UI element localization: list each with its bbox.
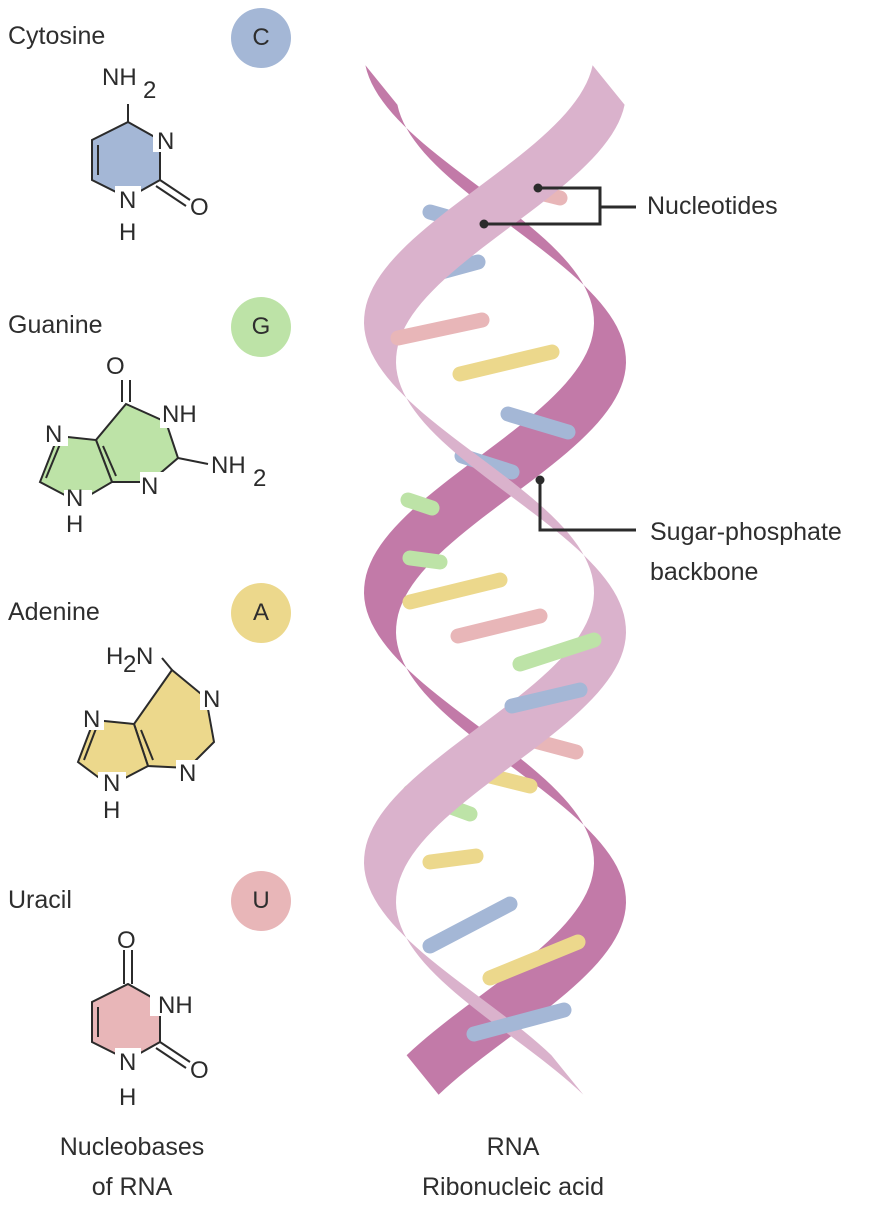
nucleotide-rod xyxy=(512,632,602,672)
rna-caption-line1: RNA xyxy=(486,1133,540,1161)
cytosine-oxygen: O xyxy=(190,194,209,221)
adenine-n7: N xyxy=(83,706,100,733)
adenine-badge: A xyxy=(231,583,291,643)
guanine-nh2-subscript: 2 xyxy=(253,465,266,492)
adenine-n9-h: H xyxy=(103,797,120,824)
guanine-oxygen: O xyxy=(106,353,125,380)
cytosine-nh2-subscript: 2 xyxy=(143,77,156,104)
backbone-label-line1: Sugar-phosphate xyxy=(650,518,842,546)
cytosine-structure: NH 2 N N H O xyxy=(91,64,209,246)
nucleotide-rod xyxy=(504,682,588,714)
adenine-h2n-h: H xyxy=(106,643,123,670)
guanine-structure: O NH NH 2 N N N H xyxy=(38,353,266,538)
nucleotide-rod xyxy=(402,550,448,570)
uracil-badge: U xyxy=(231,871,291,931)
adenine-label: Adenine xyxy=(8,598,100,626)
nucleotide-rod xyxy=(422,896,518,954)
nucleotide-rod xyxy=(400,492,440,516)
cytosine-nh2-text: NH xyxy=(102,64,137,91)
nucleotide-rod xyxy=(482,934,586,986)
nucleobases-caption: Nucleobases of RNA xyxy=(22,1127,242,1207)
nucleobases-caption-line1: Nucleobases xyxy=(59,1133,205,1161)
guanine-n9-h: H xyxy=(66,511,83,538)
uracil-label: Uracil xyxy=(8,886,72,914)
nucleotide-rod xyxy=(390,312,490,346)
nucleobases-caption-line2: of RNA xyxy=(91,1173,173,1201)
nucleotide-rod xyxy=(422,848,484,870)
guanine-nh2: NH xyxy=(211,452,246,479)
guanine-n7: N xyxy=(45,421,62,448)
rna-caption: RNA Ribonucleic acid xyxy=(393,1127,633,1207)
nucleotide-rod xyxy=(452,344,560,382)
guanine-nh: NH xyxy=(162,401,197,428)
cytosine-n1: N xyxy=(119,187,136,214)
guanine-badge: G xyxy=(231,297,291,357)
nucleotide-rod xyxy=(466,1002,572,1042)
guanine-n9: N xyxy=(66,485,83,512)
cytosine-label: Cytosine xyxy=(8,22,106,50)
uracil-structure: O NH N H O xyxy=(91,927,209,1111)
cytosine-ring-n: N xyxy=(157,128,174,155)
nucleotide-group-front xyxy=(390,312,602,1042)
adenine-h2n-n: N xyxy=(136,643,153,670)
uracil-nh: NH xyxy=(158,992,193,1019)
backbone-leader xyxy=(535,475,636,532)
adenine-h2n-subscript: 2 xyxy=(123,651,136,678)
cytosine-n1-h: H xyxy=(119,219,136,246)
cytosine-badge: C xyxy=(231,8,291,68)
rna-caption-line2: Ribonucleic acid xyxy=(421,1173,605,1201)
uracil-oxygen-top: O xyxy=(117,927,136,954)
nucleotide-rod xyxy=(402,572,508,610)
nucleotides-label: Nucleotides xyxy=(647,192,778,220)
guanine-label: Guanine xyxy=(8,311,103,339)
uracil-oxygen: O xyxy=(190,1057,209,1084)
adenine-n3: N xyxy=(179,760,196,787)
uracil-n1-h: H xyxy=(119,1084,136,1111)
nucleotide-rod xyxy=(450,608,548,644)
uracil-n1: N xyxy=(119,1049,136,1076)
nucleotides-leader xyxy=(479,183,636,229)
nucleotide-rod xyxy=(500,406,576,440)
adenine-n1: N xyxy=(203,686,220,713)
guanine-n3: N xyxy=(141,473,158,500)
adenine-n9: N xyxy=(103,770,120,797)
backbone-label-line2: backbone xyxy=(650,558,759,586)
adenine-structure: H 2 N N N N N H xyxy=(76,643,224,824)
